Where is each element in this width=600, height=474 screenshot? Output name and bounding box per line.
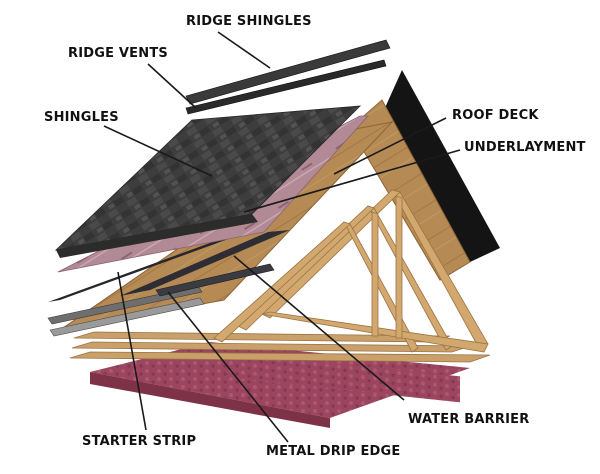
shingle-edge — [56, 214, 258, 258]
leader-lines — [103, 31, 461, 443]
insulation-edge — [90, 372, 330, 428]
label-shingles: SHINGLES — [44, 110, 119, 125]
truss-rafter — [213, 221, 351, 343]
starter-strip-piece — [49, 297, 205, 337]
roof-trusses — [213, 189, 489, 353]
leader-line-roof-deck — [333, 117, 447, 175]
ridge-vent — [185, 59, 387, 115]
leader-line-ridge-shingles — [217, 31, 271, 69]
water-barrier-edge — [48, 224, 270, 302]
water-barrier-strip — [120, 230, 290, 296]
leader-line-underlayment — [243, 149, 461, 213]
label-starter-strip: STARTER STRIP — [82, 434, 197, 449]
insulation-back-row — [240, 353, 460, 403]
label-metal-drip-edge: METAL DRIP EDGE — [266, 444, 401, 459]
truss-king-post — [395, 195, 403, 339]
leader-line-shingles — [103, 125, 213, 177]
truss-king-post — [371, 211, 379, 337]
label-ridge-shingles: RIDGE SHINGLES — [186, 14, 312, 29]
leader-line-starter-strip — [117, 271, 147, 431]
metal-drip-edge-piece — [155, 263, 275, 297]
label-ridge-vents: RIDGE VENTS — [68, 46, 168, 61]
leader-line-metal-drip-edge — [167, 291, 289, 443]
floor-joist — [69, 351, 491, 363]
gable-end-wall — [384, 70, 500, 262]
floor-joists — [69, 331, 491, 363]
leader-line-water-barrier — [233, 255, 405, 401]
label-underlayment: UNDERLAYMENT — [464, 140, 586, 155]
label-roof-deck: ROOF DECK — [452, 108, 539, 123]
floor-joist — [73, 331, 451, 343]
label-water-barrier: WATER BARRIER — [408, 412, 530, 427]
leader-line-ridge-vents — [147, 63, 197, 109]
